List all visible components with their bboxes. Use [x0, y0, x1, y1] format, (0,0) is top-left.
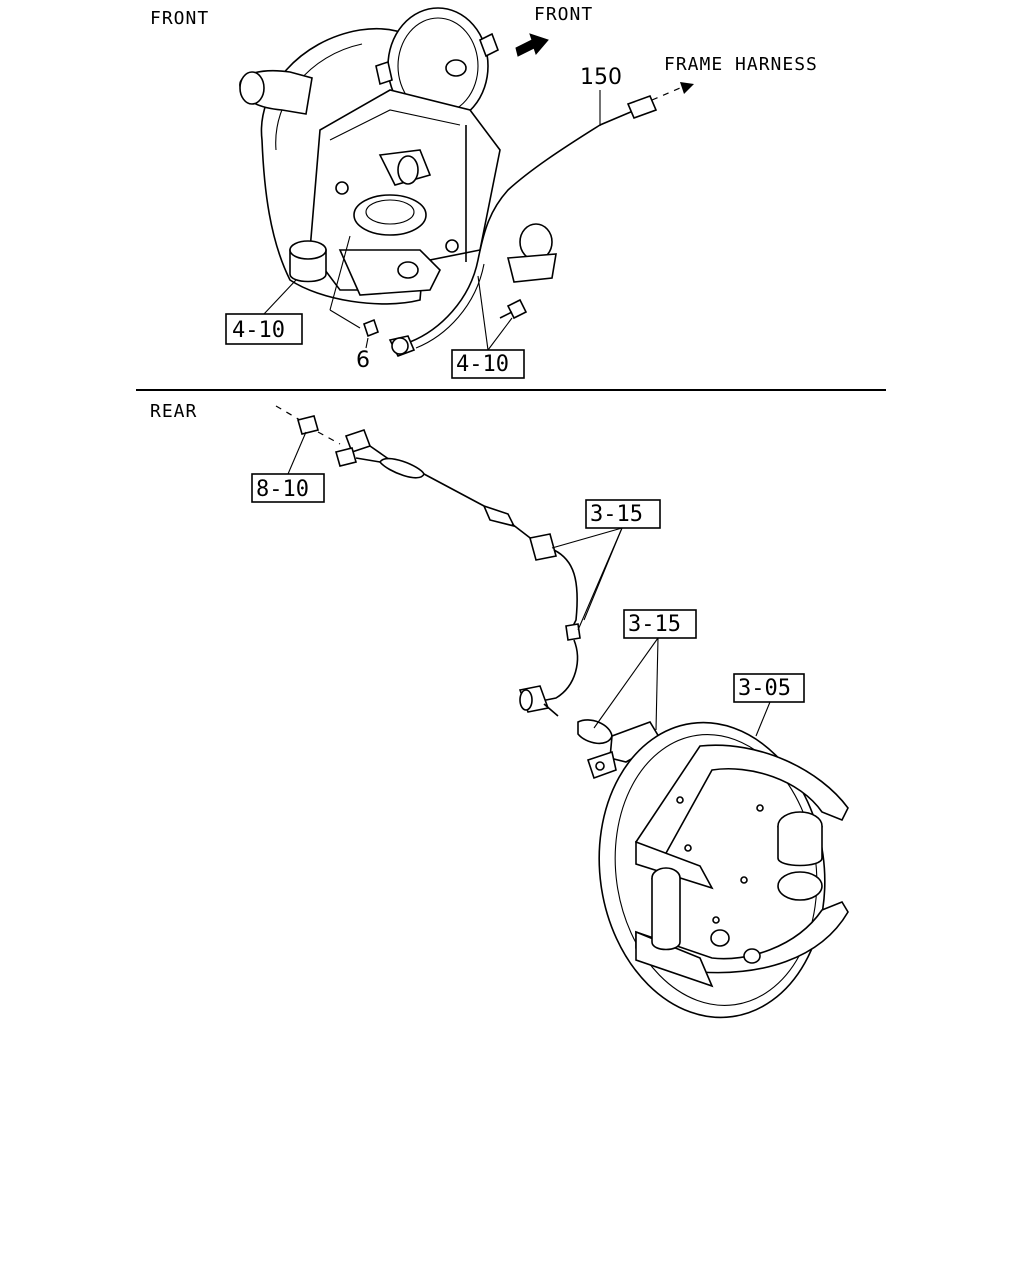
ref-knuckle-label: 4-10	[232, 318, 285, 343]
rear-wheel-speed-sensor-cable	[518, 549, 581, 717]
ref-sensor-label: 3-15	[628, 612, 681, 637]
rear-section-title: REAR	[150, 401, 197, 422]
ref-brake-label: 3-05	[738, 676, 791, 701]
front-direction-arrow-icon	[515, 33, 549, 57]
frame-harness-arrow-icon	[651, 82, 694, 101]
ref-clip-box: 3-15	[585, 499, 661, 529]
front-direction-label: FRONT	[534, 4, 593, 25]
rear-drum-brake-assembly	[598, 721, 849, 1019]
rear-harness-connectors	[275, 405, 557, 561]
ref-brake-box: 3-05	[733, 673, 805, 703]
ref-connector-label: 8-10	[256, 477, 309, 502]
front-knuckle-assembly	[239, 7, 557, 305]
front-section-title: FRONT	[150, 8, 209, 29]
frame-harness-label: FRAME HARNESS	[664, 54, 818, 75]
part-number-150: 150	[580, 65, 622, 90]
ref-knuckle-box: 4-10	[225, 313, 303, 345]
front-wheel-speed-sensor-cable	[388, 94, 658, 358]
ref-bracket-label: 4-10	[456, 352, 509, 377]
ref-clip-label: 3-15	[590, 502, 643, 527]
ref-connector-box: 8-10	[251, 473, 325, 503]
ref-sensor-box: 3-15	[623, 609, 697, 639]
part-number-6: 6	[356, 348, 370, 373]
ref-bracket-box: 4-10	[451, 349, 525, 379]
bracket-bolt-icon	[499, 298, 528, 320]
bolt-6-icon	[363, 318, 379, 338]
